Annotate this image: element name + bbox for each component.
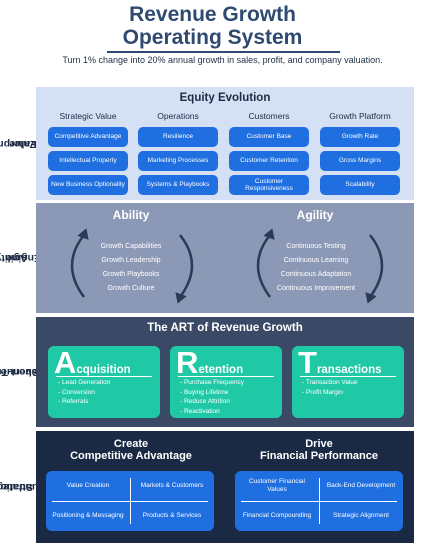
cell-products-services: Products & Services [142,512,202,519]
title-divider [107,51,340,53]
agility-item: Continuous Learning [283,257,349,264]
create-advantage-heading: Create Competitive Advantage [42,438,220,462]
card-list: - Lead Generation - Conversion - Referra… [58,378,110,407]
card-title-rest: etention [198,364,244,376]
card-initial: T [298,345,317,380]
card-divider [300,376,396,377]
card-title-rest: cquisition [76,364,131,376]
pill-customer-responsiveness: Customer Responsiveness [229,175,309,195]
card-item: - Reactivation [180,407,220,415]
cell-positioning-messaging: Positioning & Messaging [52,512,124,519]
card-item: - Purchase Frequency [180,379,244,386]
column-header: Growth Platform [329,111,391,121]
financial-performance-grid: Customer Financial Values Back-End Devel… [235,471,403,531]
cell-markets-customers: Markets & Customers [140,482,204,489]
card-item: - Conversion [58,388,95,396]
agility-engine-panel: Ability Agility Growth Capabilities Grow… [36,203,414,313]
title-line-1: Revenue Growth [129,3,296,26]
card-item: - Referrals [58,398,89,405]
column-header: Operations [157,111,199,121]
pill-resilience: Resilience [138,127,218,147]
title-line-2: Operating System [122,26,303,49]
agility-item: Continuous Improvement [276,285,356,292]
agility-cycle-arrow-icon-right [365,234,384,304]
cell-financial-compounding: Financial Compounding [242,512,312,519]
ability-list: Growth Capabilities Growth Leadership Gr… [51,240,211,296]
card-heading: Retention [176,346,243,380]
cell-back-end-development: Back-End Development [326,482,396,489]
column-header: Strategic Value [59,111,117,121]
cell-value-creation: Value Creation [66,482,110,489]
card-initial: A [54,345,77,380]
card-item: - Reduce Attrition [180,398,230,405]
ability-cycle-arrow-icon-right [175,234,194,304]
agility-title: Agility [296,208,334,222]
pill-customer-base: Customer Base [229,127,309,147]
grid-divider [52,501,208,502]
heading-line: Competitive Advantage [70,450,192,462]
side-label-short-term-revenue: Short-TermRevenue [0,317,45,427]
pill-systems-playbooks: Systems & Playbooks [138,175,218,195]
column-header: Customers [248,111,290,121]
column-strategic-value: Strategic Value Competitive Advantage In… [48,109,128,195]
agility-item: Continuous Adaptation [280,271,352,278]
side-label-enterprise-value: EnterpriseValue [0,87,37,200]
column-growth-platform: Growth Platform Growth Rate Gross Margin… [320,109,400,195]
card-divider [56,376,152,377]
card-item: - Lead Generation [58,379,111,386]
pill-intellectual-property: Intellectual Property [48,151,128,171]
card-list: - Transaction Value - Profit Margin [302,378,358,397]
ability-item: Growth Playbooks [102,271,160,278]
card-title-rest: ransactions [316,364,382,376]
pill-scalability: Scalability [320,175,400,195]
side-label-agility-engine: AgilityEngine [0,203,41,313]
column-operations: Operations Resilience Marketing Processe… [138,109,218,195]
cell-strategic-alignment: Strategic Alignment [332,512,389,519]
equity-evolution-title: Equity Evolution [179,92,271,104]
pill-marketing-processes: Marketing Processes [138,151,218,171]
heading-line: Create [113,438,149,450]
pill-new-business-optionality: New Business Optionality [48,175,128,195]
ability-cycle-arrow-icon [70,228,89,298]
heading-line: Financial Performance [260,450,378,462]
retention-card: Retention - Purchase Frequency - Buying … [170,346,282,418]
ability-item: Growth Culture [107,285,155,292]
equity-evolution-panel: Equity Evolution Strategic Value Competi… [36,87,414,200]
card-initial: R [176,345,199,380]
ability-title: Ability [112,208,150,222]
cell-customer-financial-values: Customer Financial Values [249,478,305,493]
pill-growth-rate: Growth Rate [320,127,400,147]
card-divider [178,376,274,377]
agility-list: Continuous Testing Continuous Learning C… [236,240,396,296]
card-list: - Purchase Frequency - Buying Lifetime -… [180,378,244,416]
heading-line: Drive [305,438,333,450]
ability-item: Growth Capabilities [100,243,162,250]
acquisition-card: Acquisition - Lead Generation - Conversi… [48,346,160,418]
art-title: The ART of Revenue Growth [147,322,303,334]
agility-cycle-arrow-icon [256,228,275,298]
card-heading: Transactions [298,346,382,380]
pill-competitive-advantage: Competitive Advantage [48,127,128,147]
transactions-card: Transactions - Transaction Value - Profi… [292,346,404,418]
subtitle: Turn 1% change into 20% annual growth in… [62,55,383,65]
side-label-strategic-foundation: StrategicFoundation [0,431,52,543]
grid-divider [241,501,397,502]
card-item: - Transaction Value [302,379,358,386]
page-title: Revenue Growth Operating System [0,3,425,49]
card-item: - Profit Margin [302,388,343,396]
card-item: - Buying Lifetime [180,388,229,396]
short-term-revenue-panel: The ART of Revenue Growth Acquisition - … [36,317,414,427]
strategic-foundation-panel: Create Competitive Advantage Drive Finan… [36,431,414,543]
ability-item: Growth Leadership [101,257,161,264]
competitive-advantage-grid: Value Creation Markets & Customers Posit… [46,471,214,531]
card-heading: Acquisition [54,346,131,380]
drive-performance-heading: Drive Financial Performance [230,438,408,462]
pill-customer-retention: Customer Retention [229,151,309,171]
column-customers: Customers Customer Base Customer Retenti… [229,109,309,195]
agility-item: Continuous Testing [286,243,346,250]
pill-gross-margins: Gross Margins [320,151,400,171]
